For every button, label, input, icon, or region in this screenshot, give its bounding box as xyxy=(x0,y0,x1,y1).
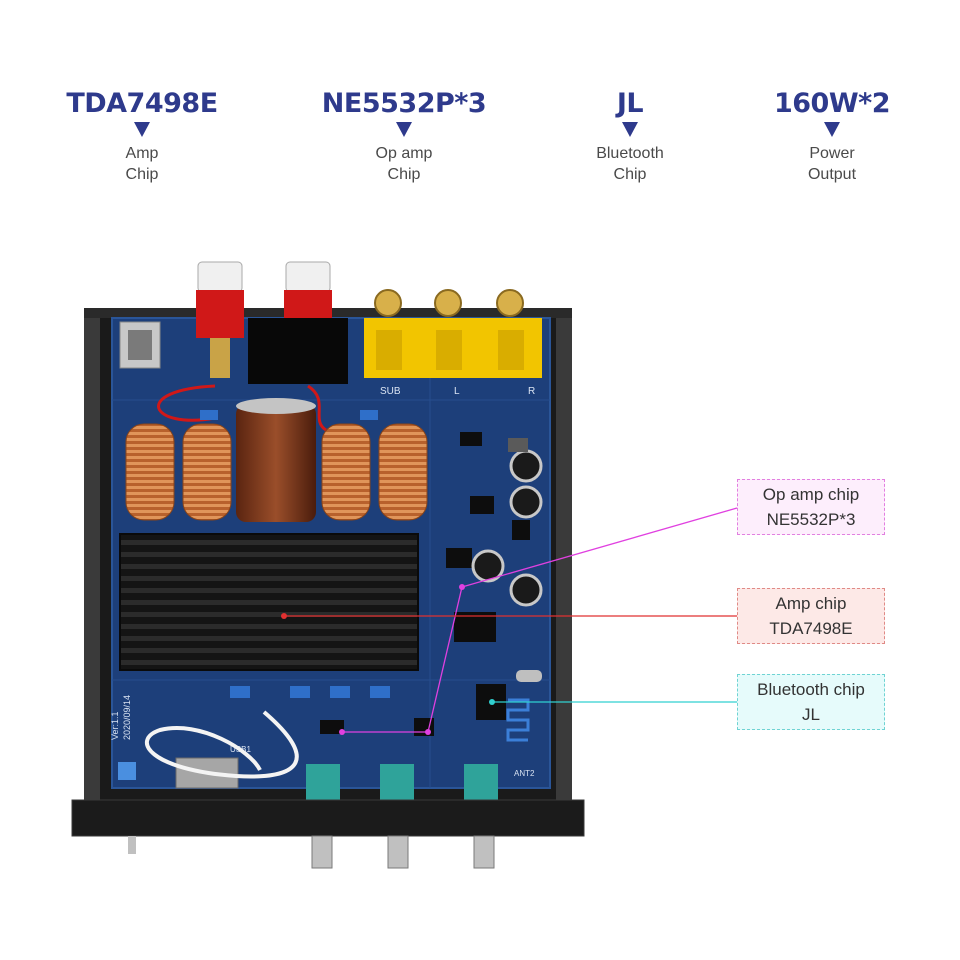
board-label-date: 2020/09/14 xyxy=(122,695,132,740)
bluetooth-antenna-trace xyxy=(506,698,530,742)
down-arrow-icon xyxy=(134,122,150,137)
callout-op-amp-model: NE5532P*3 xyxy=(766,510,856,529)
knob-shafts xyxy=(128,835,495,869)
callout-bluetooth-title: Bluetooth chip xyxy=(757,680,865,699)
potentiometers xyxy=(306,764,498,802)
board-label-right: R xyxy=(528,386,535,397)
output-inductors xyxy=(125,423,428,521)
callout-amp-title: Amp chip xyxy=(775,594,847,613)
callout-pointers xyxy=(281,507,738,735)
spec-amp-chip: TDA7498E Amp Chip xyxy=(42,88,242,185)
board-label-left: L xyxy=(454,386,460,397)
callout-op-amp-chip: Op amp chip NE5532P*3 xyxy=(737,479,885,535)
white-wire xyxy=(144,710,299,779)
spec-bluetooth-chip-value: JL xyxy=(616,88,644,119)
callout-bluetooth-chip: Bluetooth chip JL xyxy=(737,674,885,730)
spec-power-output-label: Power Output xyxy=(807,145,857,183)
down-arrow-icon xyxy=(824,122,840,137)
spec-bluetooth-chip-label: Bluetooth Chip xyxy=(596,145,664,183)
heatsink xyxy=(119,533,419,671)
down-arrow-icon xyxy=(396,122,412,137)
speaker-wire-right xyxy=(307,384,327,432)
callout-amp-chip: Amp chip TDA7498E xyxy=(737,588,885,644)
filter-capacitor xyxy=(236,398,316,522)
spec-op-amp-chip-label: Op amp Chip xyxy=(375,145,433,183)
rca-input-jacks xyxy=(364,289,542,378)
speaker-binding-posts xyxy=(196,261,348,384)
small-capacitors xyxy=(471,438,543,682)
front-panel xyxy=(71,799,585,837)
speaker-wire-left xyxy=(157,384,216,422)
callout-op-amp-title: Op amp chip xyxy=(762,485,860,504)
spec-amp-chip-value: TDA7498E xyxy=(66,88,218,119)
smd-components xyxy=(200,410,390,698)
spec-amp-chip-label: Amp Chip xyxy=(125,145,159,183)
board-label-sub: SUB xyxy=(380,386,401,397)
callout-amp-model: TDA7498E xyxy=(769,619,853,638)
board-label-antenna: ANT2 xyxy=(514,769,535,778)
spec-op-amp-chip: NE5532P*3 Op amp Chip xyxy=(304,88,504,185)
callout-bluetooth-model: JL xyxy=(802,705,820,724)
down-arrow-icon xyxy=(622,122,638,137)
spec-op-amp-chip-value: NE5532P*3 xyxy=(321,88,487,119)
toggle-switch-body xyxy=(118,762,136,780)
dc-power-jack-port xyxy=(128,330,152,360)
board-label-version: Ver:1.1 xyxy=(110,711,120,740)
spec-bluetooth-chip: JL Bluetooth Chip xyxy=(530,88,730,185)
spec-power-output-value: 160W*2 xyxy=(773,88,891,119)
spec-power-output: 160W*2 Power Output xyxy=(732,88,932,185)
